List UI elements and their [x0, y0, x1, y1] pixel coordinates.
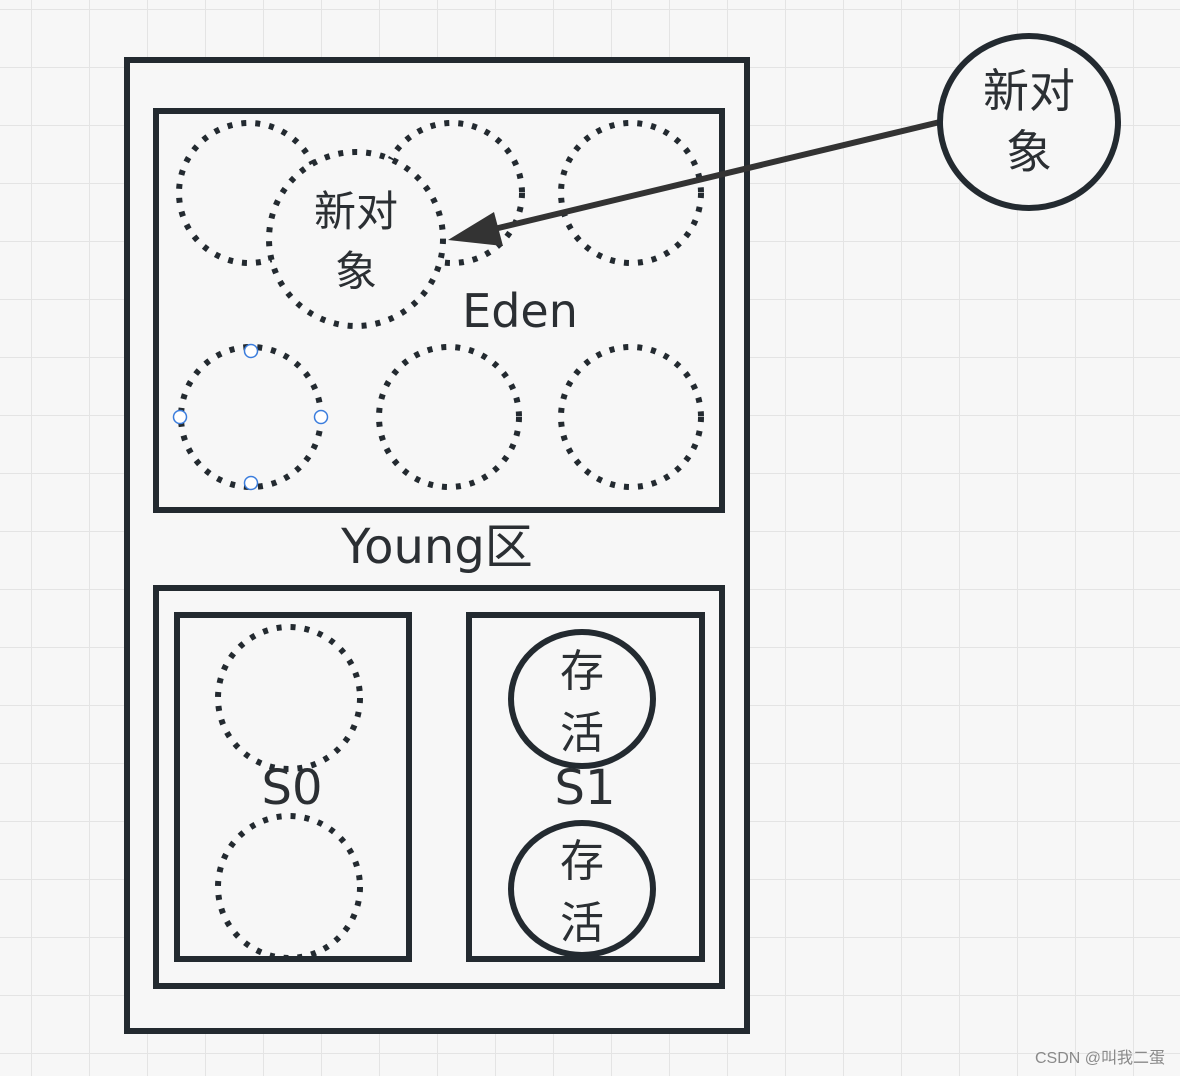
young-label: Young区: [340, 519, 533, 575]
s0-slot-2[interactable]: [215, 813, 363, 961]
s1-survivor-1-text-1: 存: [560, 646, 604, 697]
eden-box[interactable]: [153, 108, 725, 513]
eden-slot-6[interactable]: [558, 344, 704, 490]
eden-slot-5[interactable]: [376, 344, 522, 490]
selection-handle-left[interactable]: [172, 409, 188, 425]
s1-survivor-2[interactable]: [508, 820, 656, 958]
s0-slot-1[interactable]: [215, 624, 363, 772]
new-object-node[interactable]: [937, 33, 1121, 211]
eden-slot-3[interactable]: [558, 120, 704, 266]
selection-handle-right[interactable]: [313, 409, 329, 425]
allocation-arrow-line[interactable]: [489, 119, 941, 233]
s0-label: S0: [261, 760, 322, 816]
eden-new-object-text-2: 象: [335, 247, 377, 296]
s1-box[interactable]: [466, 612, 705, 962]
new-object-text-1: 新对: [983, 64, 1075, 118]
eden-new-object-text-1: 新对: [314, 187, 398, 236]
new-object-text-2: 象: [1006, 125, 1052, 179]
eden-slot-2[interactable]: [379, 120, 525, 266]
eden-new-object[interactable]: [266, 149, 446, 329]
s1-survivor-2-text-1: 存: [560, 836, 604, 887]
s1-survivor-1-text-2: 活: [560, 708, 604, 759]
selection-handle-bottom[interactable]: [243, 475, 259, 491]
eden-label: Eden: [462, 284, 578, 338]
selection-handle-top[interactable]: [243, 343, 259, 359]
s1-label: S1: [554, 760, 615, 816]
s0-box[interactable]: [174, 612, 412, 962]
watermark: CSDN @叫我二蛋: [1035, 1049, 1165, 1067]
s1-survivor-2-text-2: 活: [560, 898, 604, 949]
s1-survivor-1[interactable]: [508, 629, 656, 769]
arrow-head-icon: [448, 212, 503, 246]
